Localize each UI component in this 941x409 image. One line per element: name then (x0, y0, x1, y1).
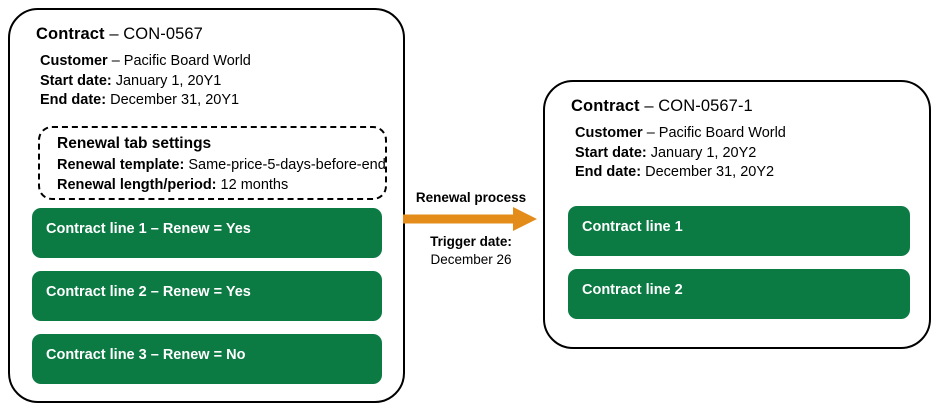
renewal-template-label: Renewal template: (57, 157, 185, 173)
renewed-contract-line-2-label: Contract line 2 (582, 282, 683, 298)
source-contract-line-3-label: Contract line 3 – Renew = No (46, 347, 246, 363)
renewal-process-label: Renewal process (415, 190, 527, 205)
source-contract-line-2: Contract line 2 – Renew = Yes (32, 271, 382, 321)
source-detail-end-date: End date: December 31, 20Y1 (40, 91, 251, 111)
renewed-contract-title: Contract – CON-0567-1 (571, 96, 753, 116)
renewed-contract-line-2: Contract line 2 (568, 269, 910, 319)
renewal-length-field: Renewal length/period: 12 months (57, 176, 386, 196)
renewed-detail-end-date-value: December 31, 20Y2 (641, 164, 775, 180)
source-contract-line-3: Contract line 3 – Renew = No (32, 334, 382, 384)
renewed-detail-start-date-value: January 1, 20Y2 (646, 144, 757, 161)
renewed-contract-title-value: – CON-0567-1 (639, 97, 753, 115)
source-contract-title-label: Contract (36, 25, 105, 43)
renewal-length-label: Renewal length/period: (57, 176, 217, 193)
renewed-contract-line-1: Contract line 1 (568, 206, 910, 256)
source-detail-customer: Customer – Pacific Board World (40, 52, 251, 72)
renewed-detail-start-date-label: Start date: (575, 144, 647, 161)
source-contract-line-2-label: Contract line 2 – Renew = Yes (46, 284, 251, 300)
source-contract-line-1-label: Contract line 1 – Renew = Yes (46, 221, 251, 237)
renewal-tab-settings-panel: Renewal tab settings Renewal template: S… (38, 126, 387, 200)
renewed-contract-container: Contract – CON-0567-1 Customer – Pacific… (543, 80, 931, 349)
source-contract-title-value: – CON-0567 (104, 25, 203, 43)
trigger-date-value: December 26 (430, 252, 512, 267)
source-detail-start-date-value: January 1, 20Y1 (111, 72, 222, 89)
source-detail-end-date-label: End date: (40, 92, 107, 108)
renewal-tab-settings-fields: Renewal template: Same-price-5-days-befo… (57, 156, 386, 195)
source-detail-customer-label: Customer (40, 53, 108, 69)
renewal-template-value: Same-price-5-days-before-end (184, 157, 386, 173)
renewal-process-arrow-icon (403, 207, 537, 231)
renewed-contract-details: Customer – Pacific Board World Start dat… (575, 124, 786, 183)
renewal-template-field: Renewal template: Same-price-5-days-befo… (57, 156, 386, 176)
renewed-detail-start-date: Start date: January 1, 20Y2 (575, 144, 786, 164)
source-detail-start-date-label: Start date: (40, 72, 112, 89)
renewed-detail-customer-label: Customer (575, 125, 643, 141)
renewal-tab-settings-heading: Renewal tab settings (57, 135, 212, 152)
source-contract-line-1: Contract line 1 – Renew = Yes (32, 208, 382, 258)
renewed-detail-end-date: End date: December 31, 20Y2 (575, 163, 786, 183)
trigger-date-label: Trigger date: (430, 234, 512, 249)
renewed-detail-customer-value: – Pacific Board World (642, 125, 786, 141)
renewed-detail-customer: Customer – Pacific Board World (575, 124, 786, 144)
renewed-contract-title-label: Contract (571, 97, 640, 115)
renewed-detail-end-date-label: End date: (575, 164, 642, 180)
trigger-date-caption: Trigger date: December 26 (404, 233, 538, 269)
renewal-length-value: 12 months (216, 176, 289, 193)
source-detail-end-date-value: December 31, 20Y1 (106, 92, 240, 108)
source-contract-details: Customer – Pacific Board World Start dat… (40, 52, 251, 111)
source-contract-container: Contract – CON-0567 Customer – Pacific B… (8, 8, 405, 403)
renewed-contract-line-1-label: Contract line 1 (582, 219, 683, 235)
source-contract-title: Contract – CON-0567 (36, 24, 203, 44)
source-detail-start-date: Start date: January 1, 20Y1 (40, 72, 251, 92)
source-detail-customer-value: – Pacific Board World (107, 53, 251, 69)
